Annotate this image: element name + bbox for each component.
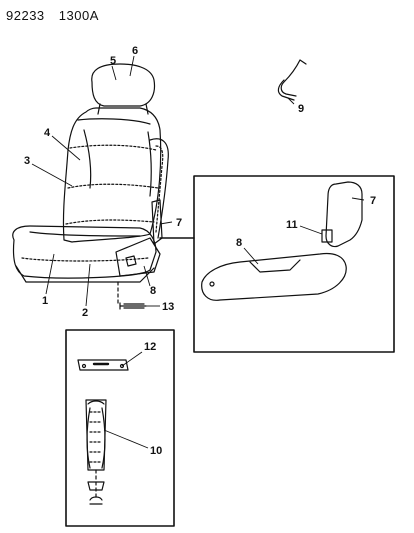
- callout-support-spring: 10: [150, 445, 162, 457]
- support-spring: [85, 399, 107, 505]
- inset-box-bottom: [65, 329, 175, 527]
- callout-back-upper: 4: [44, 127, 51, 139]
- callout-headrest-right: 6: [132, 45, 138, 57]
- headrest: [91, 63, 156, 107]
- callout-cushion-front: 1: [42, 295, 48, 307]
- callout-inset-cover: 7: [370, 195, 376, 207]
- callout-seat-side-shield: 7: [176, 217, 182, 229]
- inset-box-right: [193, 175, 395, 353]
- callout-headrest-left: 5: [110, 55, 116, 67]
- screw: [119, 302, 147, 310]
- seat-lower-shield: [115, 237, 161, 277]
- doc-number: 92233: [6, 8, 45, 23]
- hook-clip: [277, 59, 307, 101]
- seat-cushion: [12, 225, 157, 279]
- callout-back-side: 3: [24, 155, 30, 167]
- callout-labels: 5 6 9 4 3 7 7 11 8 8 1 2 13 12 10: [24, 45, 376, 457]
- callout-inset-shield: 8: [236, 237, 242, 249]
- callout-inset-screw-cap: 11: [286, 219, 298, 231]
- inset-cover-panel: [325, 181, 363, 248]
- callout-seat-shield: 8: [150, 285, 156, 297]
- drawing-header: 92233 1300A: [6, 8, 109, 23]
- bracket: [77, 359, 129, 371]
- callout-cushion-main: 2: [82, 307, 88, 319]
- callout-screw: 13: [162, 301, 174, 313]
- callout-bracket: 12: [144, 341, 156, 353]
- inset-shield-panel: [201, 252, 347, 301]
- seat-drawing: [12, 63, 169, 310]
- callout-hook-clip: 9: [298, 103, 304, 115]
- drawing-code: 1300A: [58, 8, 99, 23]
